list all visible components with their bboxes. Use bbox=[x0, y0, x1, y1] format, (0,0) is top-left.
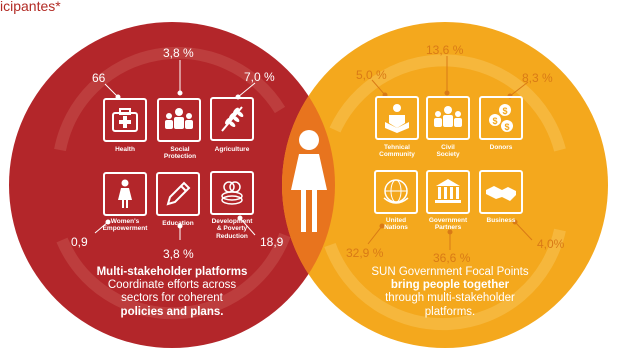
svg-text:$: $ bbox=[492, 116, 497, 126]
civil-society-percent: 13,6 % bbox=[426, 43, 464, 57]
woman-icon bbox=[118, 179, 132, 208]
handshake-icon bbox=[486, 186, 516, 201]
government-partners-label: Government Partners bbox=[428, 217, 468, 232]
yellow-ring-arrow-bottom bbox=[324, 228, 566, 331]
left-caption-line3: sectors for coherent bbox=[121, 292, 223, 305]
woman-figure-icon bbox=[291, 130, 327, 232]
business-tile bbox=[479, 170, 523, 214]
united-nations-label: United Nations bbox=[384, 217, 408, 232]
united-nations-percent: 32,9 % bbox=[346, 246, 384, 260]
red-ring-arrow-bottom bbox=[56, 232, 291, 320]
education-tile bbox=[156, 172, 200, 216]
page-title: icipantes* bbox=[0, 0, 61, 14]
womens-empowerment-percent: 0,9 bbox=[71, 235, 88, 249]
right-caption-line2: bring people together bbox=[390, 279, 510, 292]
wheat-icon bbox=[221, 106, 244, 132]
right-caption-line4: platforms. bbox=[424, 305, 476, 318]
pencil-icon bbox=[166, 181, 191, 206]
donors-tile: $ $ $ bbox=[479, 96, 523, 140]
svg-text:$: $ bbox=[504, 122, 509, 132]
civil-society-label: Civil Society bbox=[436, 144, 460, 159]
social-protection-label: Social Protection bbox=[163, 146, 197, 161]
left-caption-line2: Coordinate efforts across bbox=[107, 279, 237, 292]
red-ring-arrow-top bbox=[54, 46, 286, 152]
government-partners-percent: 36,6 % bbox=[433, 251, 471, 265]
government-partners-tile bbox=[426, 170, 470, 214]
svg-text:$: $ bbox=[502, 106, 507, 116]
government-building-icon bbox=[435, 179, 461, 203]
womens-empowerment-label: Women's Empowerment bbox=[102, 218, 148, 233]
development-tile bbox=[210, 171, 254, 215]
health-label: Health bbox=[115, 146, 135, 153]
right-caption-line3: through multi-stakeholder bbox=[385, 292, 515, 305]
dollar-coins-icon: $ $ $ bbox=[489, 104, 513, 132]
social-protection-percent: 3,8 % bbox=[163, 46, 194, 60]
un-globe-icon bbox=[383, 179, 409, 204]
technical-community-label: Tehnical Community bbox=[379, 144, 415, 159]
development-percent: 18,9 bbox=[260, 235, 284, 249]
business-label: Business bbox=[486, 217, 516, 224]
right-caption-line1: SUN Government Focal Points bbox=[371, 266, 529, 278]
donors-percent: 8,3 % bbox=[522, 71, 553, 85]
donors-label: Donors bbox=[489, 144, 513, 151]
left-caption-line1: Multi-stakeholder platforms bbox=[96, 266, 248, 278]
social-protection-tile bbox=[157, 98, 201, 142]
civil-society-tile bbox=[426, 96, 470, 140]
technical-community-tile bbox=[375, 96, 419, 140]
health-tile bbox=[103, 98, 147, 142]
people-group-icon bbox=[434, 106, 462, 127]
people-group-icon bbox=[165, 108, 193, 129]
womens-empowerment-tile bbox=[103, 172, 147, 216]
reader-icon bbox=[385, 104, 409, 133]
education-percent: 3,8 % bbox=[163, 247, 194, 261]
first-aid-kit-icon bbox=[112, 108, 138, 132]
agriculture-label: Agriculture bbox=[214, 146, 250, 153]
development-label: Development & Poverty Reduction bbox=[211, 218, 253, 240]
education-label: Education bbox=[162, 220, 194, 227]
right-caption: SUN Government Focal Points bring people… bbox=[330, 266, 570, 319]
coins-icon bbox=[221, 181, 243, 205]
left-caption-line4: policies and plans. bbox=[120, 305, 224, 318]
agriculture-percent: 7,0 % bbox=[244, 70, 275, 84]
health-percent: 66 bbox=[92, 71, 106, 85]
left-caption: Multi-stakeholder platforms Coordinate e… bbox=[52, 266, 292, 319]
agriculture-tile bbox=[210, 97, 254, 141]
business-percent: 4,0% bbox=[537, 237, 565, 251]
united-nations-tile bbox=[374, 170, 418, 214]
yellow-ring-arrow-top bbox=[329, 54, 566, 152]
technical-community-percent: 5,0 % bbox=[356, 68, 387, 82]
